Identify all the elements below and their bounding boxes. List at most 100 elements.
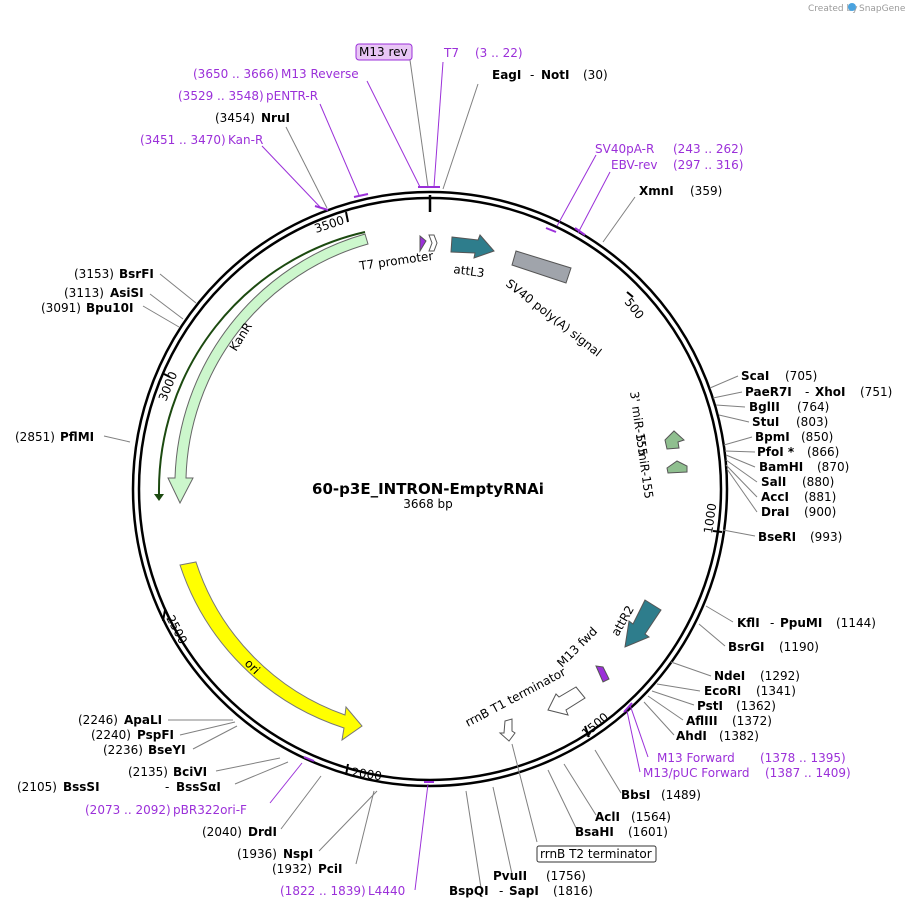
created-by-credit: Created by xyxy=(808,4,858,14)
tick-1000 xyxy=(712,530,723,533)
backbone-outer xyxy=(131,190,729,788)
enzyme-drai: DraI xyxy=(761,505,789,519)
feature-kanr xyxy=(154,231,369,505)
enzyme-ecori: EcoRI xyxy=(704,684,741,698)
enzyme-bsssai: BssSαI xyxy=(176,780,221,794)
enzyme-ecori-pos: (1341) xyxy=(756,684,796,698)
enzyme-xhoi: XhoI xyxy=(815,385,846,399)
feature-label-sv40-polya: SV40 poly(A) signal xyxy=(503,276,604,359)
enzyme-bspqi: BspQI xyxy=(449,884,489,898)
enzyme-acci-pos: (881) xyxy=(804,490,836,504)
enzyme-bsrgi-pos: (1190) xyxy=(779,640,819,654)
primer-m13puc-forward-range: (1387 .. 1409) xyxy=(765,766,851,780)
enzyme-asisi-pos: (3113) xyxy=(64,286,104,300)
enzyme-bpu10i: Bpu10I xyxy=(86,301,133,315)
primer-pbr322ori-f: pBR322ori-F xyxy=(173,803,247,817)
feature-label-rrnb-t2-box xyxy=(511,743,657,863)
enzyme-bamhi: BamHI xyxy=(759,460,803,474)
feature-label-t7-promoter: T7 promoter xyxy=(357,249,434,273)
feature-ori xyxy=(179,561,363,742)
enzyme-bsssi-pos: (2105) xyxy=(17,780,57,794)
enzyme-bsssi: BssSI xyxy=(63,780,100,794)
enzyme-ahdi-pos: (1382) xyxy=(719,729,759,743)
enzyme-bsrfi-pos: (3153) xyxy=(74,267,114,281)
enzyme-psti-pos: (1362) xyxy=(736,699,776,713)
enzyme-bpmi-pos: (850) xyxy=(801,430,833,444)
primer-m13-forward-range: (1378 .. 1395) xyxy=(760,751,846,765)
enzyme-kfli-pos: (1144) xyxy=(836,616,876,630)
feature-t7-promoter xyxy=(419,234,438,253)
feature-label-rrnb-t1: rrnB T1 terminator xyxy=(463,665,568,730)
enzyme-bsahi-pos: (1601) xyxy=(628,825,668,839)
feature-m13-fwd xyxy=(595,665,610,683)
enzyme-eagi: EagI xyxy=(492,68,521,82)
enzyme-bcivi-pos: (2135) xyxy=(128,765,168,779)
primer-m13puc-forward: M13/pUC Forward xyxy=(643,766,750,780)
enzyme-bglii-pos: (764) xyxy=(797,400,829,414)
primer-kan-r-range: (3451 .. 3470) xyxy=(140,133,226,147)
primer-m13-forward: M13 Forward xyxy=(657,751,735,765)
enzyme-pfoi-pos: (866) xyxy=(807,445,839,459)
enzyme-asisi: AsiSI xyxy=(110,286,144,300)
enzyme-bbsi-pos: (1489) xyxy=(661,788,701,802)
primer-m13rev-box xyxy=(355,43,413,61)
tick-label-2000: 2000 xyxy=(351,765,383,783)
enzyme-afliii: AflIII xyxy=(686,714,718,728)
enzyme-bbsi: BbsI xyxy=(621,788,650,802)
feature-rrnb-t2 xyxy=(498,718,516,742)
enzyme-bseri-pos: (993) xyxy=(810,530,842,544)
feature-sv40-polya xyxy=(511,250,572,284)
enzyme-pflmi: PflMI xyxy=(60,430,94,444)
enzyme-scai: ScaI xyxy=(741,369,769,383)
enzyme-acci: AccI xyxy=(761,490,789,504)
primer-m13-rev: M13 rev xyxy=(359,45,408,59)
enzyme-bglii: BglII xyxy=(749,400,780,414)
enzyme-scai-pos: (705) xyxy=(785,369,817,383)
primer-leaders xyxy=(261,59,649,891)
enzyme-nrui-pos: (3454) xyxy=(215,111,255,125)
snapgene-brand: SnapGene xyxy=(859,4,906,14)
tick-3500 xyxy=(345,211,349,223)
enzyme-dash: - xyxy=(499,884,503,898)
enzyme-dash: - xyxy=(530,68,534,82)
enzyme-eagi-pos: (30) xyxy=(583,68,608,82)
enzyme-pfoi: PfoI * xyxy=(757,445,795,459)
enzyme-dash: - xyxy=(805,385,809,399)
feature-attl3 xyxy=(450,234,495,259)
enzyme-pflmi-pos: (2851) xyxy=(15,430,55,444)
feature-3-mir155 xyxy=(664,430,685,450)
feature-rrnb-t1 xyxy=(547,686,586,716)
enzyme-afliii-pos: (1372) xyxy=(732,714,772,728)
enzyme-apali-pos: (2246) xyxy=(78,713,118,727)
enzyme-pvuii-pos: (1756) xyxy=(546,869,586,883)
primer-ebv-rev-range: (297 .. 316) xyxy=(673,158,743,172)
enzyme-apali: ApaLI xyxy=(124,713,162,727)
tick-2500 xyxy=(162,609,166,622)
enzyme-bseri: BseRI xyxy=(758,530,796,544)
feature-label-m13-fwd: M13 fwd xyxy=(554,624,600,670)
enzyme-sali-pos: (880) xyxy=(802,475,834,489)
enzyme-bseyi: BseYI xyxy=(148,743,186,757)
enzyme-nspi-pos: (1936) xyxy=(237,847,277,861)
feature-label-rrnb-t2: rrnB T2 terminator xyxy=(540,847,652,861)
enzyme-xmni-pos: (359) xyxy=(690,184,722,198)
feature-5-mir155 xyxy=(666,460,688,474)
enzyme-ndei-pos: (1292) xyxy=(760,669,800,683)
enzyme-sapi: SapI xyxy=(509,884,539,898)
primer-m13-reverse-range: (3650 .. 3666) xyxy=(193,67,279,81)
enzyme-dash: - xyxy=(165,780,169,794)
primer-l4440: L4440 xyxy=(368,884,405,898)
enzyme-bsrgi: BsrGI xyxy=(728,640,765,654)
enzyme-bseyi-pos: (2236) xyxy=(103,743,143,757)
enzyme-paer7i-pos: (751) xyxy=(860,385,892,399)
enzyme-bsrfi: BsrFI xyxy=(119,267,154,281)
plasmid-title: 60-p3E_INTRON-EmptyRNAi xyxy=(312,480,544,498)
enzyme-leaders xyxy=(103,83,758,889)
tick-label-1000: 1000 xyxy=(701,502,719,534)
enzyme-kfli: KflI xyxy=(737,616,760,630)
enzyme-bamhi-pos: (870) xyxy=(817,460,849,474)
primer-ebv-rev: EBV-rev xyxy=(611,158,657,172)
enzyme-pcii: PciI xyxy=(318,862,343,876)
feature-label-5-mir155: 5' miR-155 xyxy=(633,433,656,499)
